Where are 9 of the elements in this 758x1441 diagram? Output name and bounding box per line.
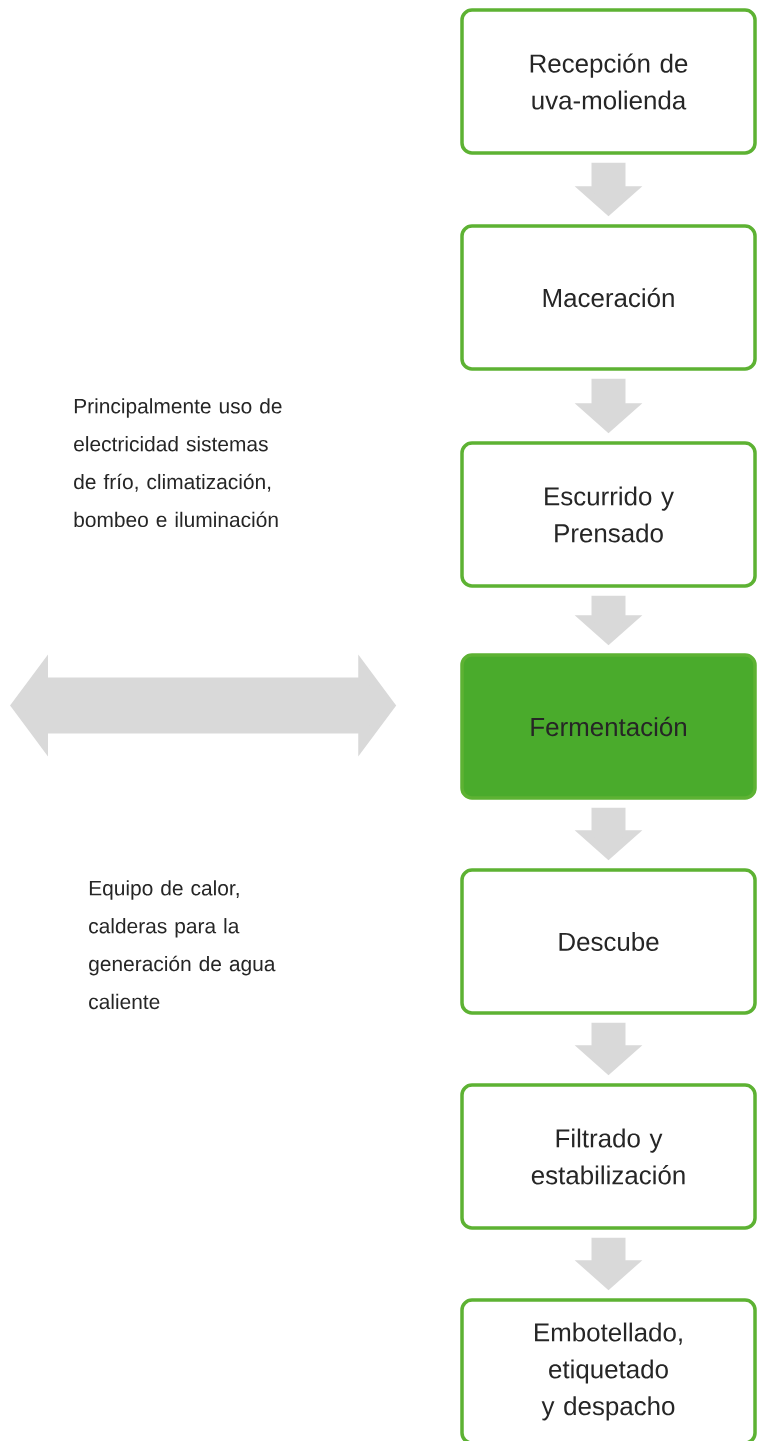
note-text: Equipo de calor, calderas para la generación de agua caliente [89,880,276,1010]
process-box: Embotellado, etiquetado y despacho [460,1298,757,1441]
process-box: Descube [460,868,757,1015]
process-box: Fermentación [460,653,757,800]
process-box: Recepción de uva-molienda [460,8,757,155]
process-box: Maceración [460,224,757,371]
process-box: Filtrado y estabilización [460,1083,757,1230]
note-text: Principalmente uso de electricidad sistemas de frío, climatización, bombeo e iluminación [74,398,282,528]
process-box: Escurrido y Prensado [460,441,757,588]
